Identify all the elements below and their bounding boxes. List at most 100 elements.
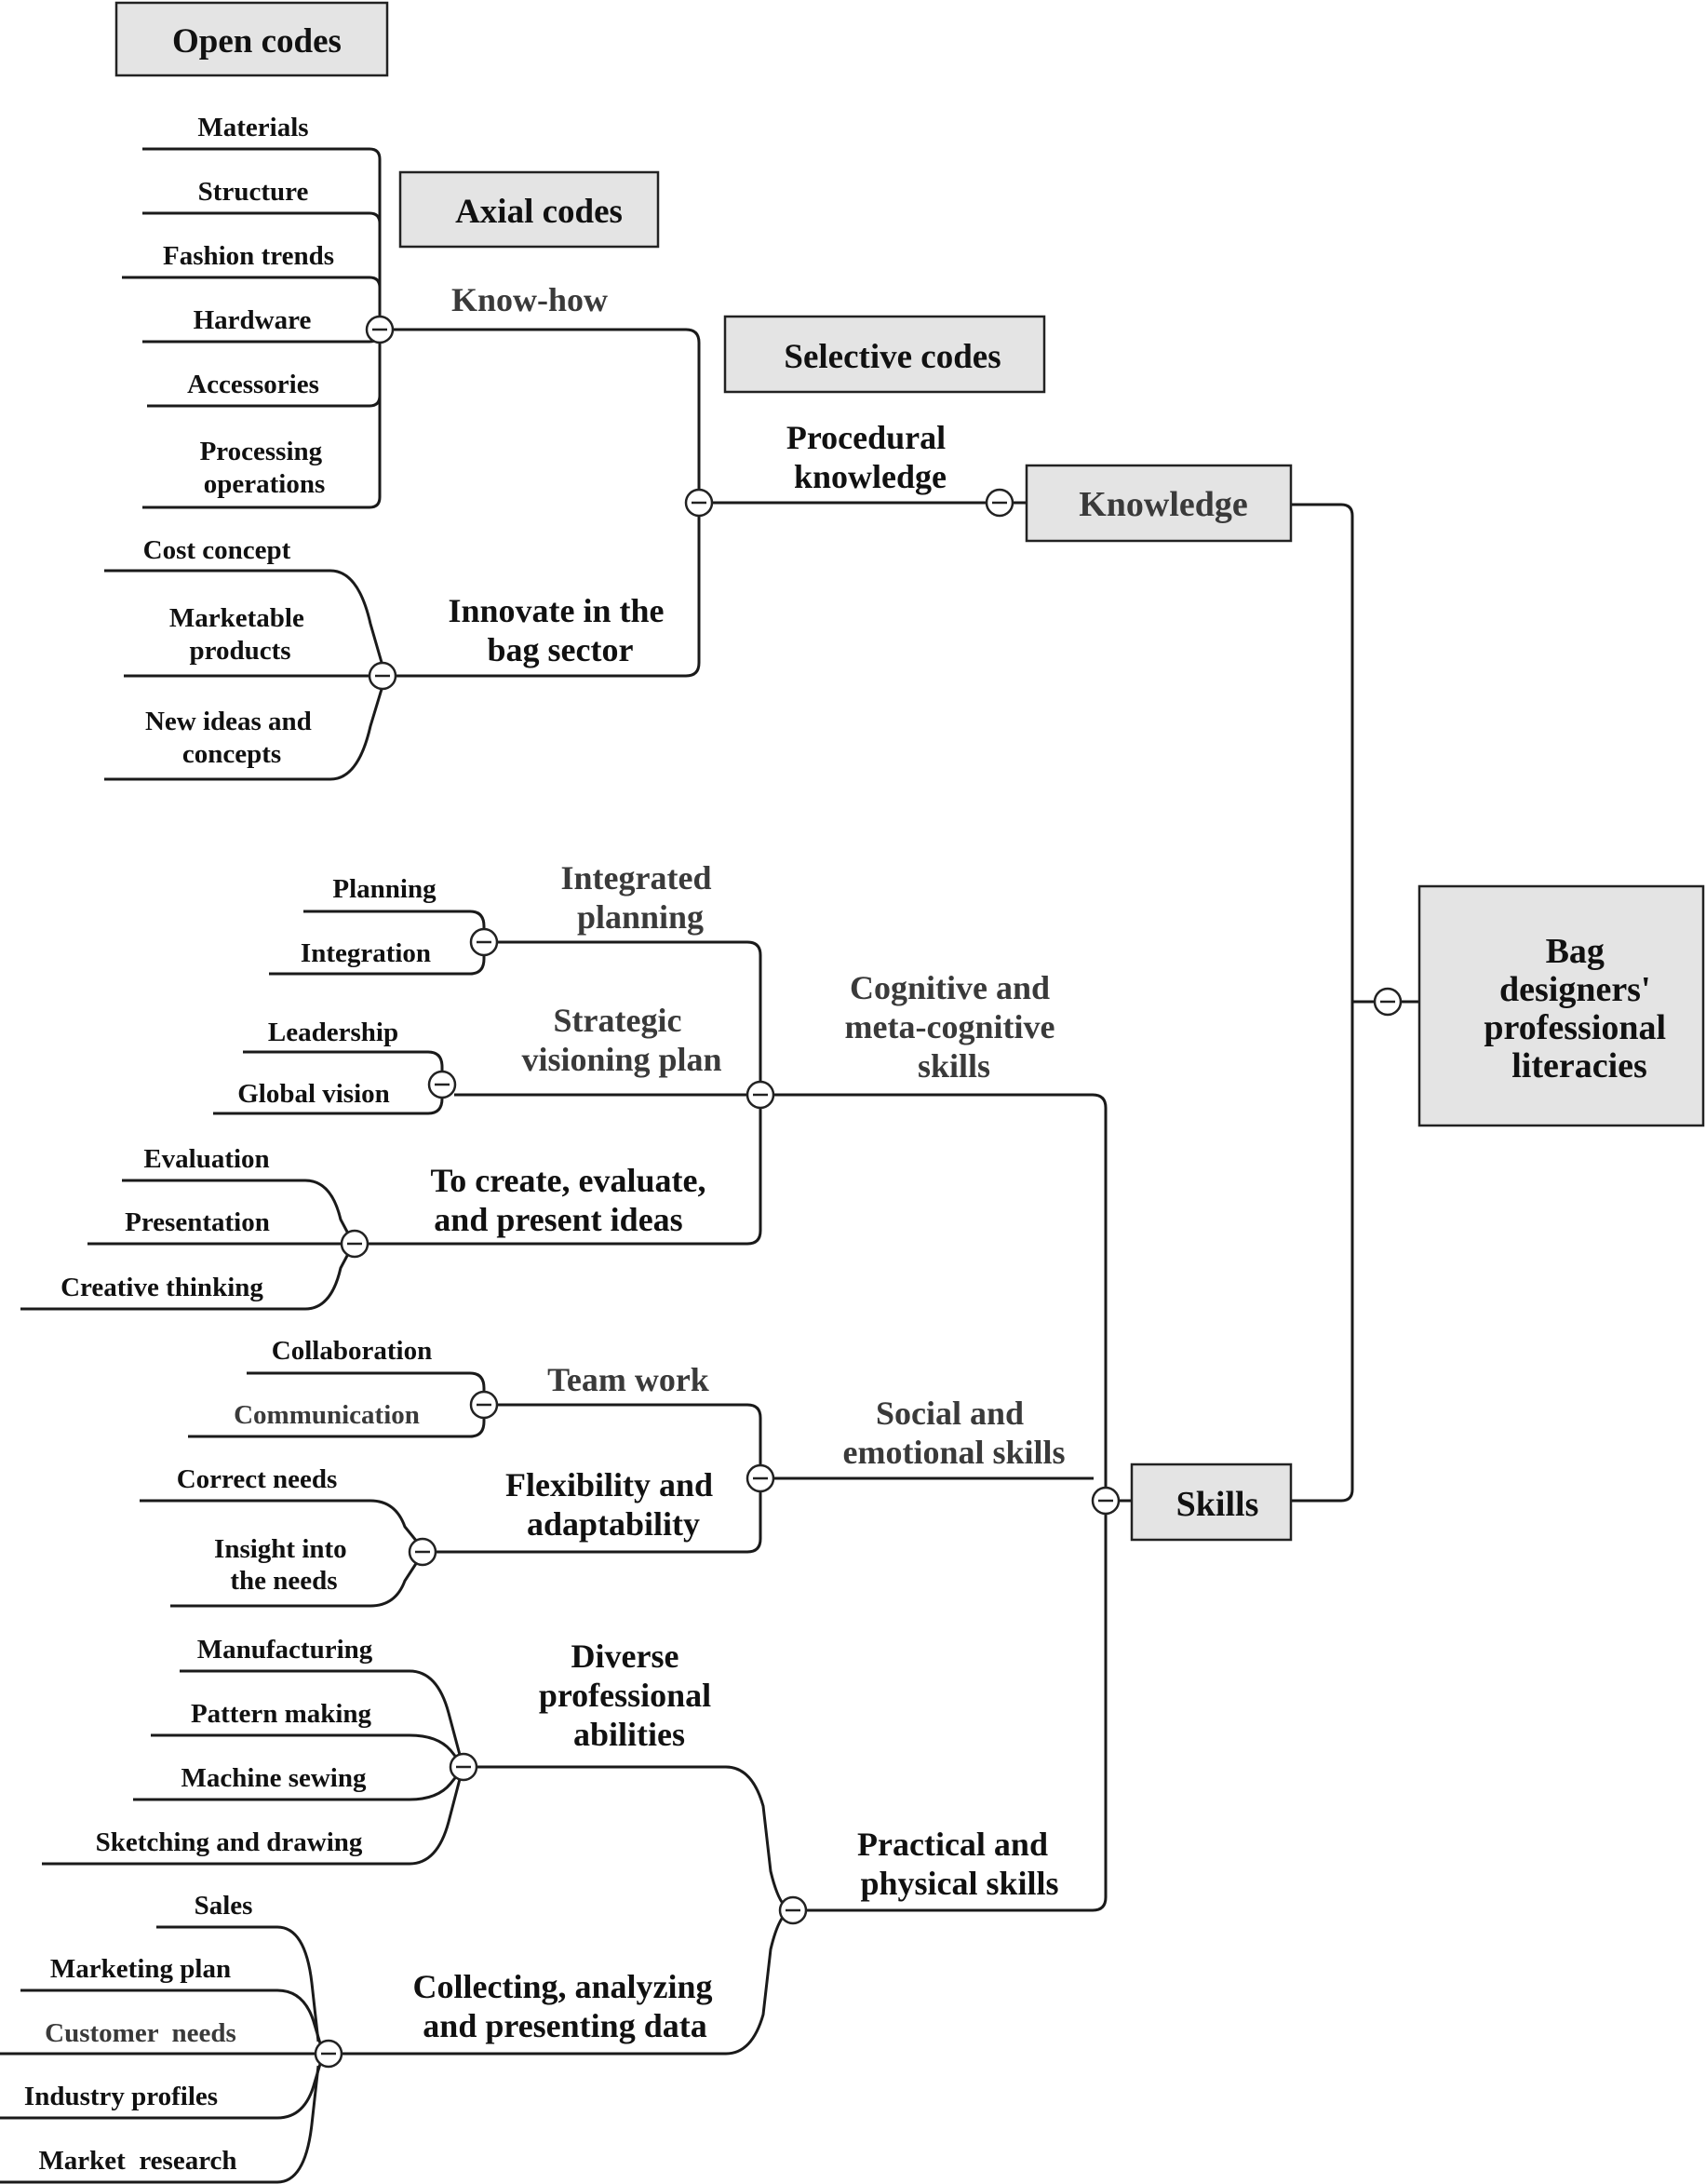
edge-cog-integrated [497, 940, 762, 1095]
leaf-communication: Communication [234, 1400, 420, 1430]
skills-label: Skills [1176, 1485, 1259, 1524]
know-how-label: Know-how [451, 281, 608, 318]
selective-codes-header: Selective codes [723, 315, 1046, 394]
leaf-correct-needs: Correct needs [177, 1464, 338, 1494]
edge-market-research [0, 2065, 320, 2184]
leaf-industry-profiles: Industry profiles [24, 2082, 218, 2111]
leaf-leadership: Leadership [268, 1018, 398, 1047]
edge-evaluation [122, 1179, 350, 1234]
leaf-creative-thinking: Creative thinking [60, 1273, 263, 1302]
collapse-toggle-knowledge[interactable] [985, 488, 1014, 518]
leaf-pattern-making: Pattern making [191, 1699, 372, 1729]
strategic-visioning-label: Strategic visioning plan [521, 1002, 721, 1078]
edge-manufacturing [180, 1669, 462, 1756]
edge-communication [188, 1415, 486, 1438]
knowledge-label: Knowledge [1079, 485, 1248, 524]
collecting-data-label: Collecting, analyzing and presenting dat… [413, 1968, 721, 2044]
leaf-planning: Planning [332, 874, 437, 904]
skills-node[interactable]: Skills [1130, 1463, 1293, 1542]
collapse-toggle-flexibility[interactable] [408, 1537, 437, 1567]
practical-skills-label: Practical and physical skills [857, 1826, 1059, 1902]
edge-skills-cognitive [773, 1093, 1108, 1489]
edge-integration [269, 951, 486, 976]
flexibility-label: Flexibility and adaptability [505, 1466, 721, 1543]
collapse-toggle-procedural[interactable] [684, 488, 714, 518]
edge-procedural-innovate [395, 503, 701, 678]
collapse-toggle-integrated[interactable] [469, 927, 499, 957]
edge-collaboration [247, 1371, 486, 1395]
edge-cog-create [368, 1095, 762, 1246]
leaf-marketable-products: Marketable products [169, 603, 311, 666]
collapse-toggle-know-how[interactable] [365, 315, 395, 344]
edge-social-flex [436, 1478, 762, 1554]
leaf-customer-needs: Customer needs [45, 2018, 236, 2048]
collapse-toggle-practical[interactable] [778, 1895, 808, 1925]
knowledge-node[interactable]: Knowledge [1025, 464, 1293, 543]
edge-materials [142, 147, 382, 320]
edge-procedural-knowhow [393, 328, 701, 503]
edge-cost-concept [104, 569, 384, 667]
leaf-collaboration: Collaboration [272, 1336, 432, 1366]
open-codes-header: Open codes [114, 1, 389, 77]
social-skills-label: Social and emotional skills [842, 1395, 1065, 1471]
team-work-label: Team work [547, 1361, 709, 1398]
selective-codes-label: Selective codes [784, 338, 1001, 376]
open-codes-label: Open codes [172, 22, 342, 61]
leaf-accessories: Accessories [187, 370, 319, 399]
cognitive-skills-label: Cognitive and meta-cognitive skills [845, 969, 1064, 1085]
leaf-cost-concept: Cost concept [143, 535, 291, 565]
leaf-processing-operations: Processing operations [200, 437, 329, 499]
edge-pattern-making [151, 1733, 460, 1760]
collapse-toggle-skills[interactable] [1091, 1486, 1121, 1516]
edge-skills-practical [805, 1513, 1108, 1912]
collapse-toggle-team-work[interactable] [469, 1390, 499, 1420]
leaf-machine-sewing: Machine sewing [181, 1763, 367, 1793]
edge-creative-thinking [20, 1253, 350, 1311]
edge-machine-sewing [133, 1773, 460, 1801]
edge-sales [156, 1925, 320, 2042]
leaf-marketing-plan: Marketing plan [50, 1954, 231, 1984]
edge-practical-diverse [475, 1765, 794, 1912]
leaf-evaluation: Evaluation [143, 1144, 269, 1174]
collapse-toggle-strategic[interactable] [427, 1070, 457, 1099]
edge-fashion-trends [122, 276, 382, 320]
edge-leadership [243, 1050, 444, 1075]
edge-industry-profiles [0, 2063, 322, 2120]
edge-processing [142, 339, 382, 509]
collapse-toggle-root[interactable] [1373, 987, 1403, 1017]
leaf-presentation: Presentation [125, 1207, 270, 1237]
edge-root-skills [1292, 1002, 1354, 1503]
collapse-toggle-diverse[interactable] [449, 1752, 478, 1782]
leaf-new-ideas: New ideas and concepts [145, 707, 318, 769]
edge-sketching [42, 1778, 462, 1866]
edge-root-knowledge [1292, 503, 1419, 1004]
edge-correct-needs [140, 1499, 419, 1543]
leaf-hardware: Hardware [194, 305, 312, 335]
leaf-materials: Materials [197, 113, 308, 142]
leaf-insight-needs: Insight into the needs [214, 1534, 354, 1596]
collapse-toggle-social[interactable] [746, 1463, 775, 1493]
edge-social-team [497, 1403, 762, 1478]
edge-structure [142, 211, 382, 320]
leaf-sales: Sales [195, 1891, 253, 1921]
collapse-toggle-create[interactable] [340, 1229, 369, 1259]
collapse-toggle-cognitive[interactable] [746, 1080, 775, 1110]
root-node[interactable]: Bag designers' professional literacies [1417, 884, 1705, 1127]
create-evaluate-label: To create, evaluate, and present ideas [431, 1162, 715, 1238]
diverse-abilities-label: Diverse professional abilities [539, 1638, 719, 1753]
collapse-toggle-innovate[interactable] [368, 661, 397, 691]
leaf-fashion-trends: Fashion trends [163, 241, 334, 271]
root-label: Bag designers' professional literacies [1484, 932, 1674, 1085]
edge-marketing-plan [20, 1989, 322, 2044]
edge-new-ideas [104, 685, 384, 781]
leaf-sketching-drawing: Sketching and drawing [96, 1827, 363, 1857]
leaf-structure: Structure [198, 177, 309, 207]
edge-planning [303, 910, 486, 933]
leaf-manufacturing: Manufacturing [197, 1635, 373, 1665]
collapse-toggle-collecting[interactable] [314, 2039, 343, 2069]
edge-insight [170, 1561, 419, 1608]
procedural-knowledge-label: Procedural knowledge [786, 419, 954, 495]
axial-codes-header: Axial codes [398, 170, 660, 249]
